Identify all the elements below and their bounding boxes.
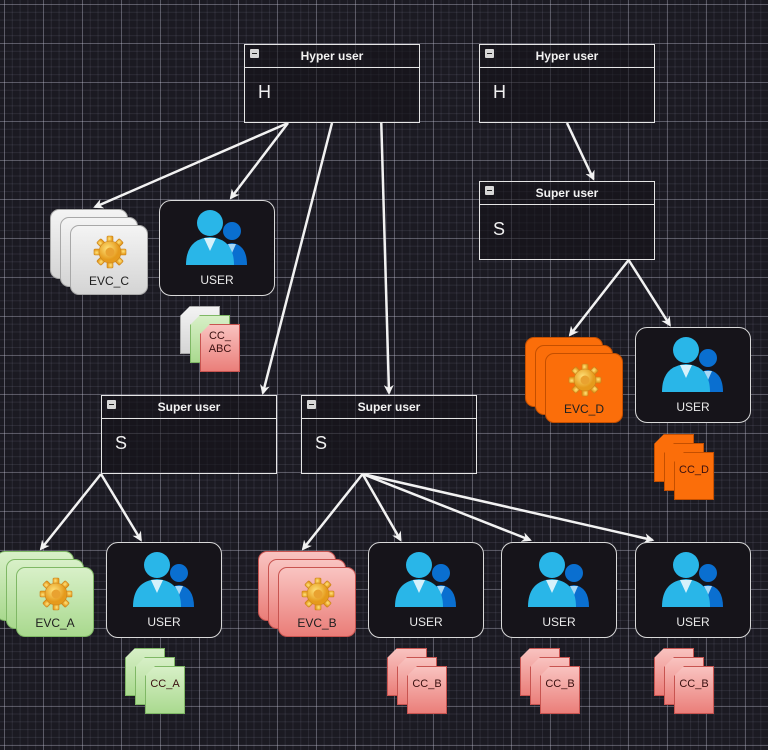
edge-super-a-to-evc-a[interactable] bbox=[39, 473, 102, 551]
cc-label: CC_B bbox=[545, 678, 575, 690]
container-header[interactable]: Super user bbox=[102, 396, 276, 419]
cc-label: CC_ABC bbox=[208, 330, 232, 355]
container-title: Super user bbox=[357, 400, 421, 414]
user-node[interactable]: USER bbox=[501, 542, 617, 638]
cc-document-front bbox=[145, 666, 185, 714]
user-node[interactable]: USER bbox=[106, 542, 222, 638]
evc-card-front: EVC_D bbox=[545, 353, 623, 423]
cc-document-front bbox=[674, 666, 714, 714]
container-letter: S bbox=[493, 219, 506, 239]
edge-super-b-to-evc-b[interactable] bbox=[301, 473, 364, 551]
edge-super-b-to-user-b2[interactable] bbox=[362, 472, 532, 542]
container-title: Hyper user bbox=[535, 49, 599, 63]
super-user-container[interactable]: Super user S bbox=[479, 181, 655, 260]
edge-super-b-to-user-b1[interactable] bbox=[361, 473, 402, 542]
collapse-icon[interactable] bbox=[107, 400, 116, 409]
cc-document-front bbox=[200, 324, 240, 372]
cc-node[interactable]: CC_D bbox=[654, 434, 724, 506]
container-header[interactable]: Super user bbox=[302, 396, 476, 419]
cc-label: CC_B bbox=[412, 678, 442, 690]
edge-hyper-2-to-super-d[interactable] bbox=[565, 122, 595, 181]
evc-card-front: EVC_C bbox=[70, 225, 148, 295]
cc-node[interactable]: CC_B bbox=[654, 648, 724, 720]
collapse-icon[interactable] bbox=[307, 400, 316, 409]
cc-node[interactable]: CC_A bbox=[125, 648, 195, 720]
hyper-user-container[interactable]: Hyper user H bbox=[479, 44, 655, 123]
collapse-icon[interactable] bbox=[485, 186, 494, 195]
edge-super-b-to-user-b3[interactable] bbox=[362, 472, 655, 544]
cc-document-front bbox=[674, 452, 714, 500]
super-user-container[interactable]: Super user S bbox=[301, 395, 477, 474]
user-label: USER bbox=[542, 615, 576, 629]
cc-node[interactable]: CC_B bbox=[387, 648, 457, 720]
user-label: USER bbox=[147, 615, 181, 629]
user-label: USER bbox=[676, 615, 710, 629]
evc-card-front: EVC_B bbox=[278, 567, 356, 637]
container-title: Super user bbox=[535, 186, 599, 200]
user-node[interactable]: USER bbox=[368, 542, 484, 638]
evc-node[interactable]: EVC_D bbox=[525, 337, 625, 433]
cc-node[interactable]: CC_ABC bbox=[180, 306, 250, 378]
user-label: USER bbox=[200, 273, 234, 287]
container-title: Hyper user bbox=[300, 49, 364, 63]
user-node[interactable]: USER bbox=[635, 327, 751, 423]
evc-node[interactable]: EVC_B bbox=[258, 551, 358, 647]
edge-hyper-1-to-super-b[interactable] bbox=[380, 122, 394, 395]
collapse-icon[interactable] bbox=[250, 49, 259, 58]
container-header[interactable]: Super user bbox=[480, 182, 654, 205]
user-node[interactable]: USER bbox=[635, 542, 751, 638]
container-letter: S bbox=[315, 433, 328, 453]
evc-card-front: EVC_A bbox=[16, 567, 94, 637]
edge-super-d-to-evc-d[interactable] bbox=[568, 259, 630, 337]
super-user-container[interactable]: Super user S bbox=[101, 395, 277, 474]
evc-label: EVC_B bbox=[297, 616, 337, 630]
cc-node[interactable]: CC_B bbox=[520, 648, 590, 720]
edge-hyper-1-to-evc-c[interactable] bbox=[93, 121, 289, 209]
edge-hyper-1-to-user-c[interactable] bbox=[229, 122, 289, 200]
cc-label: CC_D bbox=[679, 464, 709, 476]
container-letter: S bbox=[115, 433, 128, 453]
hyper-user-container[interactable]: Hyper user H bbox=[244, 44, 420, 123]
container-letter: H bbox=[258, 82, 271, 102]
container-header[interactable]: Hyper user bbox=[480, 45, 654, 68]
container-letter: H bbox=[493, 82, 506, 102]
cc-label: CC_B bbox=[679, 678, 709, 690]
collapse-icon[interactable] bbox=[485, 49, 494, 58]
evc-label: EVC_C bbox=[88, 274, 129, 288]
evc-node[interactable]: EVC_A bbox=[0, 551, 96, 647]
edge-super-a-to-user-a[interactable] bbox=[99, 473, 142, 542]
evc-label: EVC_A bbox=[35, 616, 75, 630]
user-node[interactable]: USER bbox=[159, 200, 275, 296]
evc-node[interactable]: EVC_C bbox=[50, 209, 150, 305]
cc-document-front bbox=[540, 666, 580, 714]
evc-label: EVC_D bbox=[563, 402, 604, 416]
container-title: Super user bbox=[157, 400, 221, 414]
container-header[interactable]: Hyper user bbox=[245, 45, 419, 68]
cc-label: CC_A bbox=[150, 678, 180, 690]
user-label: USER bbox=[409, 615, 443, 629]
cc-document-front bbox=[407, 666, 447, 714]
edge-super-d-to-user-d[interactable] bbox=[627, 259, 671, 327]
user-label: USER bbox=[676, 400, 710, 414]
